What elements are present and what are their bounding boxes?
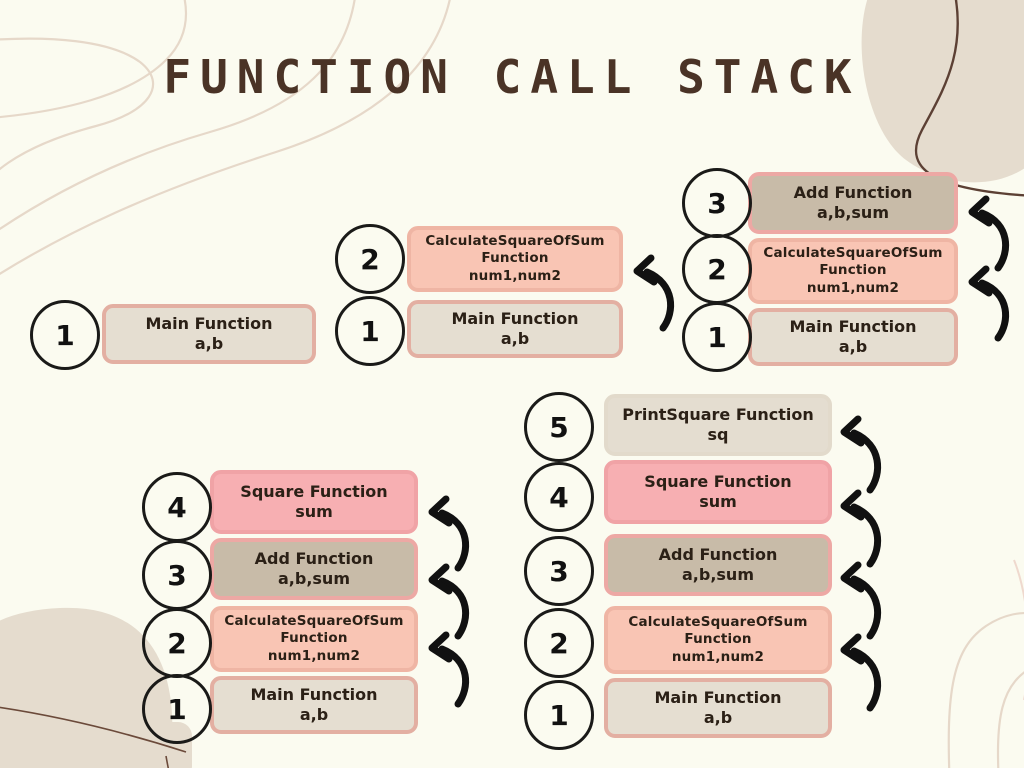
frame-line-2: a,b,sum (817, 203, 889, 222)
frame-line-2: sum (295, 502, 333, 521)
step-circle-1[interactable]: 1 (682, 302, 752, 372)
frame-line-1: Main Function (654, 687, 782, 707)
step-circle-4[interactable]: 4 (142, 472, 212, 542)
frame-line-1: Main Function (250, 684, 378, 704)
call-arrow (840, 561, 881, 640)
step-circle-2[interactable]: 2 (682, 234, 752, 304)
frame-line-1: CalculateSquareOfSum (224, 613, 404, 630)
frame-line-2: Function (481, 250, 549, 267)
frame-line-2: a,b (194, 334, 224, 353)
frame-line-2: a,b (703, 708, 733, 727)
frame-calculate-square-of-sum[interactable]: CalculateSquareOfSum Function num1,num2 (748, 238, 958, 304)
frame-calculate-square-of-sum[interactable]: CalculateSquareOfSum Function num1,num2 (604, 606, 832, 674)
step-circle-3[interactable]: 3 (142, 540, 212, 610)
frame-calculate-square-of-sum[interactable]: CalculateSquareOfSum Function num1,num2 (407, 226, 623, 292)
frame-main-function[interactable]: Main Function a,b (210, 676, 418, 734)
frame-line-2: a,b (838, 337, 868, 356)
frame-line-2: a,b (500, 329, 530, 348)
frame-line-2: sq (707, 425, 729, 444)
step-circle-2[interactable]: 2 (335, 224, 405, 294)
call-arrow (428, 631, 469, 708)
frame-line-2: a,b,sum (278, 569, 350, 588)
frame-line-3: num1,num2 (671, 648, 765, 665)
step-circle-3[interactable]: 3 (682, 168, 752, 238)
page-title: FUNCTION CALL STACK (163, 50, 861, 104)
step-circle-1[interactable]: 1 (335, 296, 405, 366)
frame-line-1: Square Function (644, 471, 792, 491)
stack-step-2: 2 CalculateSquareOfSum Function num1,num… (335, 224, 674, 374)
call-arrow (428, 495, 469, 572)
frame-add-function[interactable]: Add Function a,b,sum (748, 172, 958, 234)
frame-square-function[interactable]: Square Function sum (604, 460, 832, 524)
frame-add-function[interactable]: Add Function a,b,sum (210, 538, 418, 600)
frame-square-function[interactable]: Square Function sum (210, 470, 418, 534)
frame-line-1: Add Function (254, 548, 374, 568)
frame-line-1: Main Function (789, 316, 917, 336)
frame-main-function[interactable]: Main Function a,b (604, 678, 832, 738)
frame-line-1: Add Function (658, 544, 778, 564)
frame-main-function[interactable]: Main Function a,b (748, 308, 958, 366)
frame-line-2: a,b,sum (682, 565, 754, 584)
step-circle-1[interactable]: 1 (524, 680, 594, 750)
frame-line-1: Add Function (793, 182, 913, 202)
frame-line-1: CalculateSquareOfSum (628, 614, 808, 631)
step-circle-1[interactable]: 1 (30, 300, 100, 370)
frame-line-1: CalculateSquareOfSum (763, 245, 943, 262)
step-circle-3[interactable]: 3 (524, 536, 594, 606)
call-arrow (840, 489, 881, 568)
decor-strip-bottom-right (1013, 559, 1024, 700)
frame-line-3: num1,num2 (468, 267, 562, 284)
call-arrow (840, 633, 881, 712)
frame-add-function[interactable]: Add Function a,b,sum (604, 534, 832, 596)
frame-line-2: sum (699, 492, 737, 511)
frame-line-2: Function (819, 262, 887, 279)
frame-line-2: Function (280, 630, 348, 647)
contour-lines-bottom-right (947, 612, 1024, 768)
call-arrow (840, 415, 881, 494)
frame-line-3: num1,num2 (267, 647, 361, 664)
frame-line-1: CalculateSquareOfSum (425, 233, 605, 250)
call-arrow (968, 265, 1009, 342)
frame-line-1: Square Function (240, 481, 388, 501)
call-arrow (968, 195, 1009, 272)
frame-line-3: num1,num2 (806, 279, 900, 296)
frame-line-1: Main Function (145, 313, 273, 333)
stack-step-3: 3 Add Function a,b,sum 2 CalculateSquare… (682, 168, 1022, 378)
step-circle-4[interactable]: 4 (524, 462, 594, 532)
frame-main-function[interactable]: Main Function a,b (102, 304, 316, 364)
call-arrow (428, 563, 469, 640)
frame-line-2: a,b (299, 705, 329, 724)
stack-step-5: 5 PrintSquare Function sq 4 Square Funct… (524, 392, 924, 752)
stack-step-1: 1 Main Function a,b (30, 298, 330, 376)
stack-step-4: 4 Square Function sum 3 Add Function a,b… (142, 468, 502, 748)
frame-line-2: Function (684, 631, 752, 648)
frame-line-1: PrintSquare Function (622, 404, 814, 424)
frame-line-1: Main Function (451, 308, 579, 328)
step-circle-5[interactable]: 5 (524, 392, 594, 462)
step-circle-2[interactable]: 2 (524, 608, 594, 678)
frame-print-square-function[interactable]: PrintSquare Function sq (604, 394, 832, 456)
step-circle-2[interactable]: 2 (142, 608, 212, 678)
call-arrow (633, 254, 674, 332)
frame-main-function[interactable]: Main Function a,b (407, 300, 623, 358)
step-circle-1[interactable]: 1 (142, 674, 212, 744)
frame-calculate-square-of-sum[interactable]: CalculateSquareOfSum Function num1,num2 (210, 606, 418, 672)
